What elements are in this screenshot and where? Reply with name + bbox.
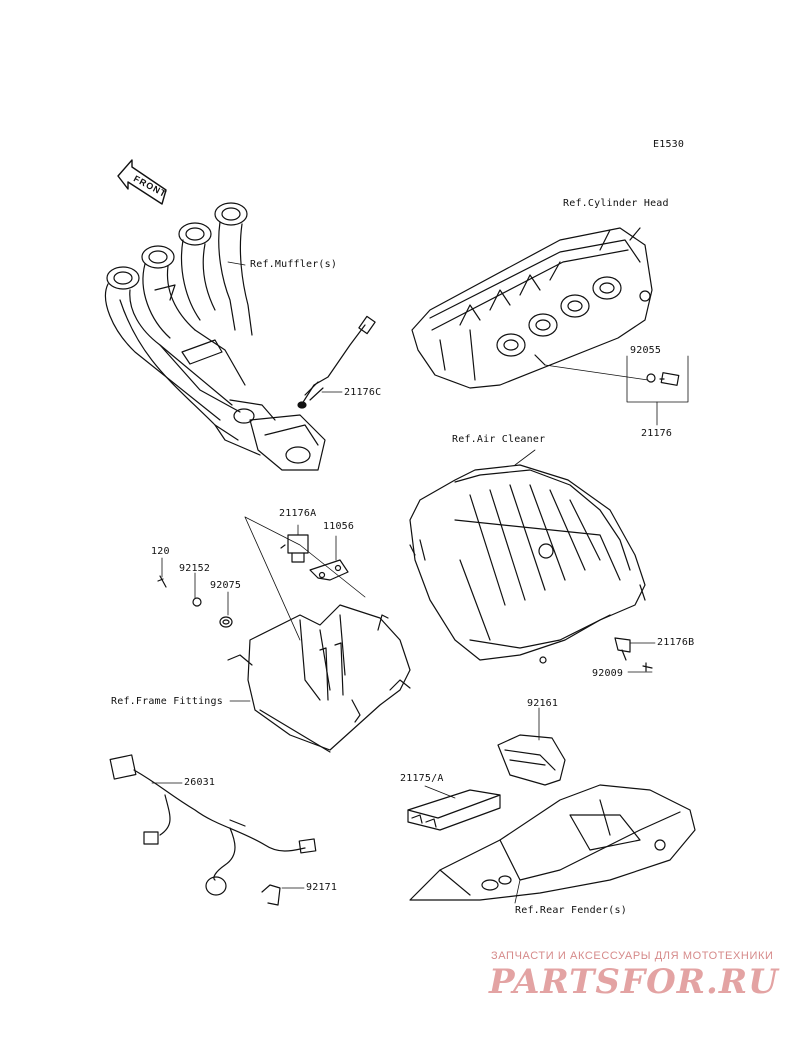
part-92009-label: 92009 — [592, 668, 624, 679]
rear-fender-drawing — [409, 784, 696, 901]
part-120-label: 120 — [151, 546, 170, 557]
harness-26031-drawing — [109, 754, 317, 896]
sensor-21176a-drawing — [280, 534, 349, 581]
bracket-92161-drawing — [497, 734, 566, 786]
cylinder-head-drawing — [411, 227, 653, 389]
part-21176a-label: 21176A — [279, 508, 317, 519]
ref-muffler-label: Ref.Muffler(s) — [250, 259, 338, 270]
exhaust-header-drawing — [104, 202, 326, 471]
ecu-21175a-drawing — [407, 789, 501, 831]
part-21176c-label: 21176C — [344, 387, 382, 398]
sensor-21176-drawing — [646, 372, 680, 386]
part-92075-label: 92075 — [210, 580, 242, 591]
part-92171-label: 92171 — [306, 882, 338, 893]
frame-fittings-drawing — [227, 604, 411, 753]
watermark-logo: PARTSFOR.RU — [489, 962, 779, 1002]
clamp-92171-drawing — [261, 884, 281, 906]
ref-air-cleaner-label: Ref.Air Cleaner — [452, 434, 546, 445]
sensor-21176b-drawing — [614, 637, 653, 672]
part-21175a-label: 21175/A — [400, 773, 444, 784]
o2-sensor-21176c-drawing — [297, 315, 376, 409]
ref-rear-fender-label: Ref.Rear Fender(s) — [515, 905, 627, 916]
diagram-code: E1530 — [653, 139, 685, 150]
ref-cylinder-head-label: Ref.Cylinder Head — [563, 198, 669, 209]
part-21176b-label: 21176B — [657, 637, 695, 648]
part-92055-label: 92055 — [630, 345, 662, 356]
fasteners-drawing — [157, 575, 233, 628]
part-92161-label: 92161 — [527, 698, 559, 709]
part-92152-label: 92152 — [179, 563, 211, 574]
part-21176-label: 21176 — [641, 428, 673, 439]
part-11056-label: 11056 — [323, 521, 355, 532]
front-arrow-icon: FRONT — [117, 159, 168, 205]
part-26031-label: 26031 — [184, 777, 216, 788]
watermark-tagline: ЗАПЧАСТИ И АКСЕССУАРЫ ДЛЯ МОТОТЕХНИКИ — [491, 950, 774, 962]
ref-frame-fittings-label: Ref.Frame Fittings — [111, 696, 223, 707]
air-cleaner-drawing — [409, 464, 646, 664]
